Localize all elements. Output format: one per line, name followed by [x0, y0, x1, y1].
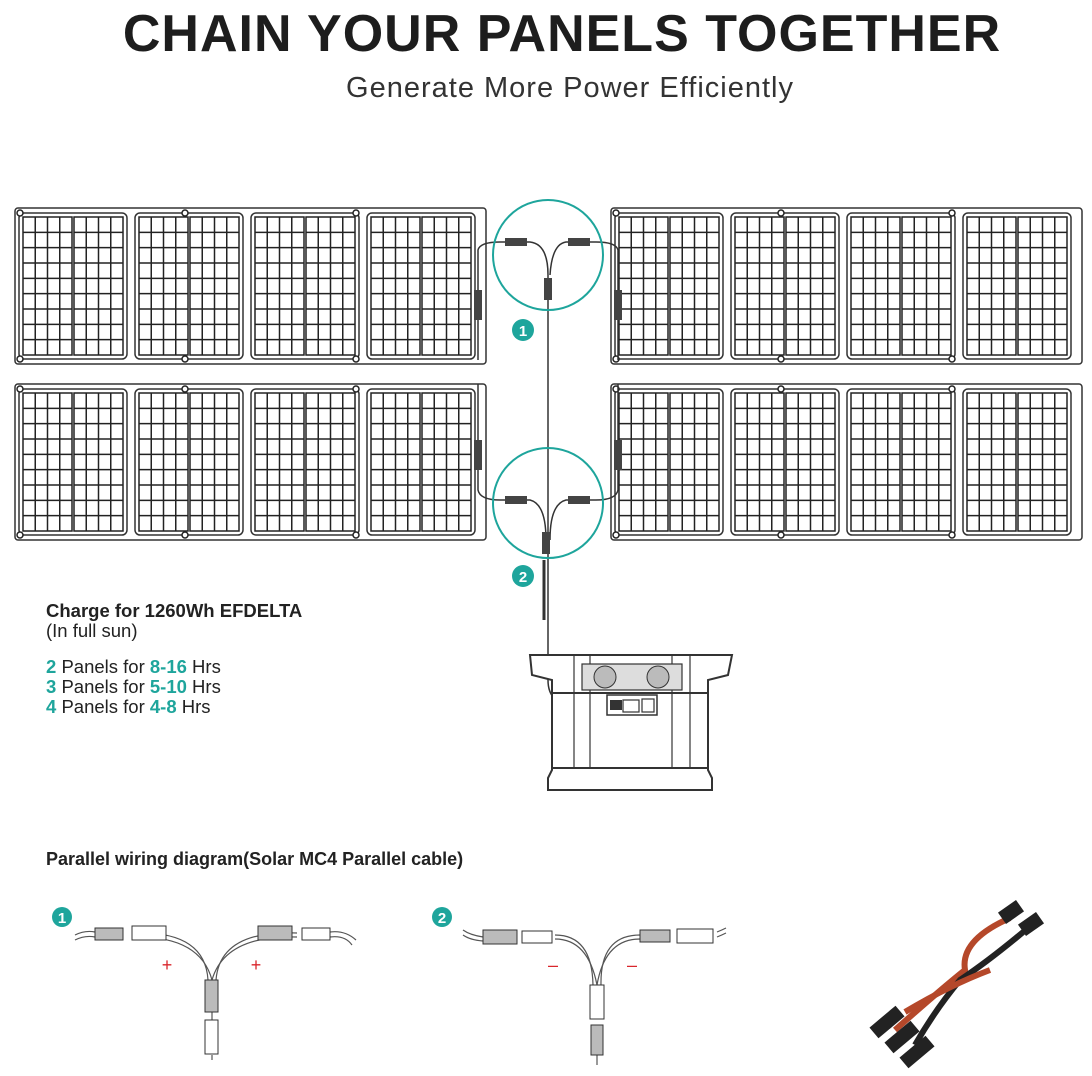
svg-text:1: 1 [519, 323, 527, 340]
solar-panels [14, 207, 1083, 541]
solar-panel [14, 207, 487, 365]
power-station-icon [528, 654, 734, 791]
callout-badge-1: 1 [512, 319, 534, 341]
page-subtitle: Generate More Power Efficiently [346, 72, 794, 104]
charge-row: 4 Panels for 4-8 Hrs [46, 696, 211, 717]
charge-row: 3 Panels for 5-10 Hrs [46, 676, 221, 697]
page-title: CHAIN YOUR PANELS TOGETHER [122, 5, 1002, 63]
solar-panel [610, 207, 1083, 365]
charge-info: Charge for 1260Wh EFDELTA (In full sun) … [46, 601, 302, 717]
mc4-connectors [474, 238, 622, 554]
callout-circle-1 [492, 199, 604, 311]
main-cable [477, 241, 610, 706]
charge-condition: (In full sun) [46, 620, 138, 641]
wiring-diagram-title: Parallel wiring diagram(Solar MC4 Parall… [46, 849, 464, 869]
svg-text:2: 2 [519, 569, 527, 586]
solar-panel [610, 383, 1083, 541]
callout-badge-2: 2 [512, 565, 534, 587]
charge-row: 2 Panels for 8-16 Hrs [46, 656, 221, 677]
charge-heading: Charge for 1260Wh EFDELTA [46, 600, 303, 621]
solar-panel [14, 383, 487, 541]
callout-circle-2 [492, 447, 604, 559]
panel-cables [477, 241, 619, 706]
